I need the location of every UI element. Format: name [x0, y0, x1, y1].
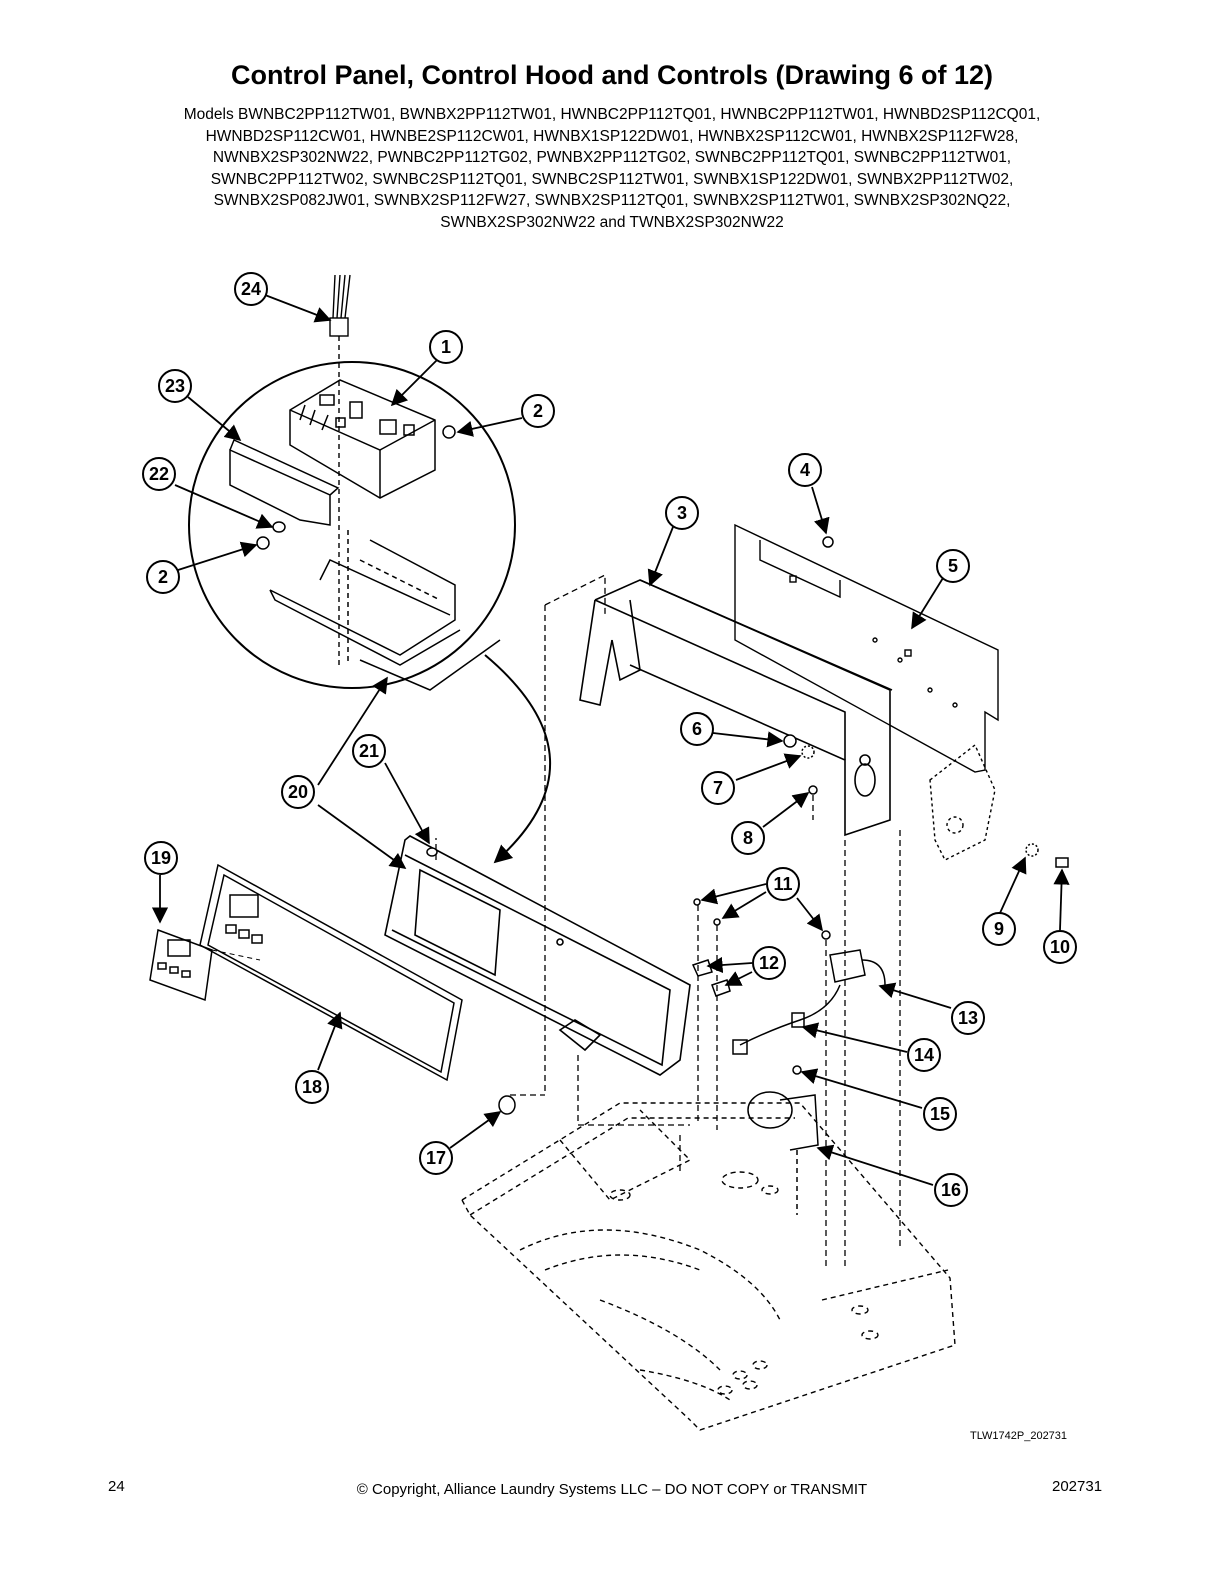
cabinet-base-outline: [461, 1102, 956, 1431]
model-line: Models BWNBC2PP112TW01, BWNBX2PP112TW01,…: [183, 106, 1041, 123]
keypad-part: [149, 928, 213, 1002]
callout-9: 9: [994, 919, 1004, 939]
callout-19: 19: [151, 848, 171, 868]
nut-washer-screw-parts: [783, 734, 818, 795]
callout-13: 13: [958, 1008, 978, 1028]
callout-12: 12: [759, 953, 779, 973]
model-line: NWNBX2SP302NW22, PWNBC2PP112TG02, PWNBX2…: [212, 149, 1012, 166]
callout-6: 6: [692, 719, 702, 739]
side-bracket-part: [929, 743, 996, 861]
callout-10: 10: [1050, 937, 1070, 957]
callout-24: 24: [241, 279, 261, 299]
callout-2: 2: [533, 401, 543, 421]
model-line: SWNBX2SP082JW01, SWNBX2SP112FW27, SWNBX2…: [213, 192, 1011, 209]
model-list: Models BWNBC2PP112TW01, BWNBX2PP112TW01,…: [90, 104, 1134, 233]
document-number: 202731: [1052, 1478, 1103, 1495]
page-title: Control Panel, Control Hood and Controls…: [231, 60, 993, 90]
leader-arrows: [151, 294, 1070, 1186]
callout-11: 11: [773, 874, 792, 894]
callout-7: 7: [713, 778, 723, 798]
wire-harness-part: [329, 274, 351, 665]
callout-15: 15: [930, 1104, 950, 1124]
overlay-panel-part: [199, 863, 463, 1082]
rear-panel-plate-part: [734, 523, 999, 773]
inset-connector-curve: [484, 654, 552, 864]
assembly-guide-lines: [435, 573, 901, 1270]
callout-23: 23: [165, 376, 185, 396]
knob-part: [498, 1095, 516, 1115]
keypad-guide-line: [211, 949, 261, 961]
console-tray-part: [269, 530, 501, 691]
callout-20: 20: [288, 782, 308, 802]
bracket-part: [229, 438, 340, 526]
wiring-and-switch-parts: [691, 898, 886, 1215]
model-line: HWNBD2SP112CW01, HWNBE2SP112CW01, HWNBX1…: [205, 127, 1019, 145]
callout-16: 16: [941, 1180, 961, 1200]
copyright-notice: © Copyright, Alliance Laundry Systems LL…: [356, 1481, 868, 1498]
callout-5: 5: [948, 556, 958, 576]
screw-washer-parts: [256, 425, 456, 550]
model-line: SWNBX2SP302NW22 and TWNBX2SP302NW22: [440, 213, 784, 231]
control-board-part: [289, 379, 436, 499]
page-number: 24: [108, 1478, 125, 1495]
console-part: [384, 835, 691, 1076]
callout-17: 17: [426, 1148, 446, 1168]
callout-3: 3: [677, 503, 687, 523]
drawing-id: TLW1742P_202731: [970, 1430, 1068, 1442]
control-hood-part: [579, 579, 893, 837]
callout-14: 14: [914, 1045, 934, 1065]
detail-inset-circle: [188, 361, 516, 689]
callout-22: 22: [149, 464, 169, 484]
callout-8: 8: [743, 828, 753, 848]
callout-circles: [142, 272, 1077, 1207]
callout-18: 18: [302, 1077, 322, 1097]
screw-part: [426, 847, 438, 857]
callout-4: 4: [800, 460, 810, 480]
bolt-part: [1055, 857, 1069, 868]
callout-1: 1: [441, 337, 451, 357]
callout-2-lower: 2: [158, 567, 168, 587]
model-line: SWNBC2PP112TW02, SWNBC2SP112TQ01, SWNBC2…: [210, 170, 1014, 188]
screw-part: [822, 536, 834, 548]
callout-21: 21: [359, 741, 379, 761]
star-washer-part: [1025, 843, 1039, 857]
